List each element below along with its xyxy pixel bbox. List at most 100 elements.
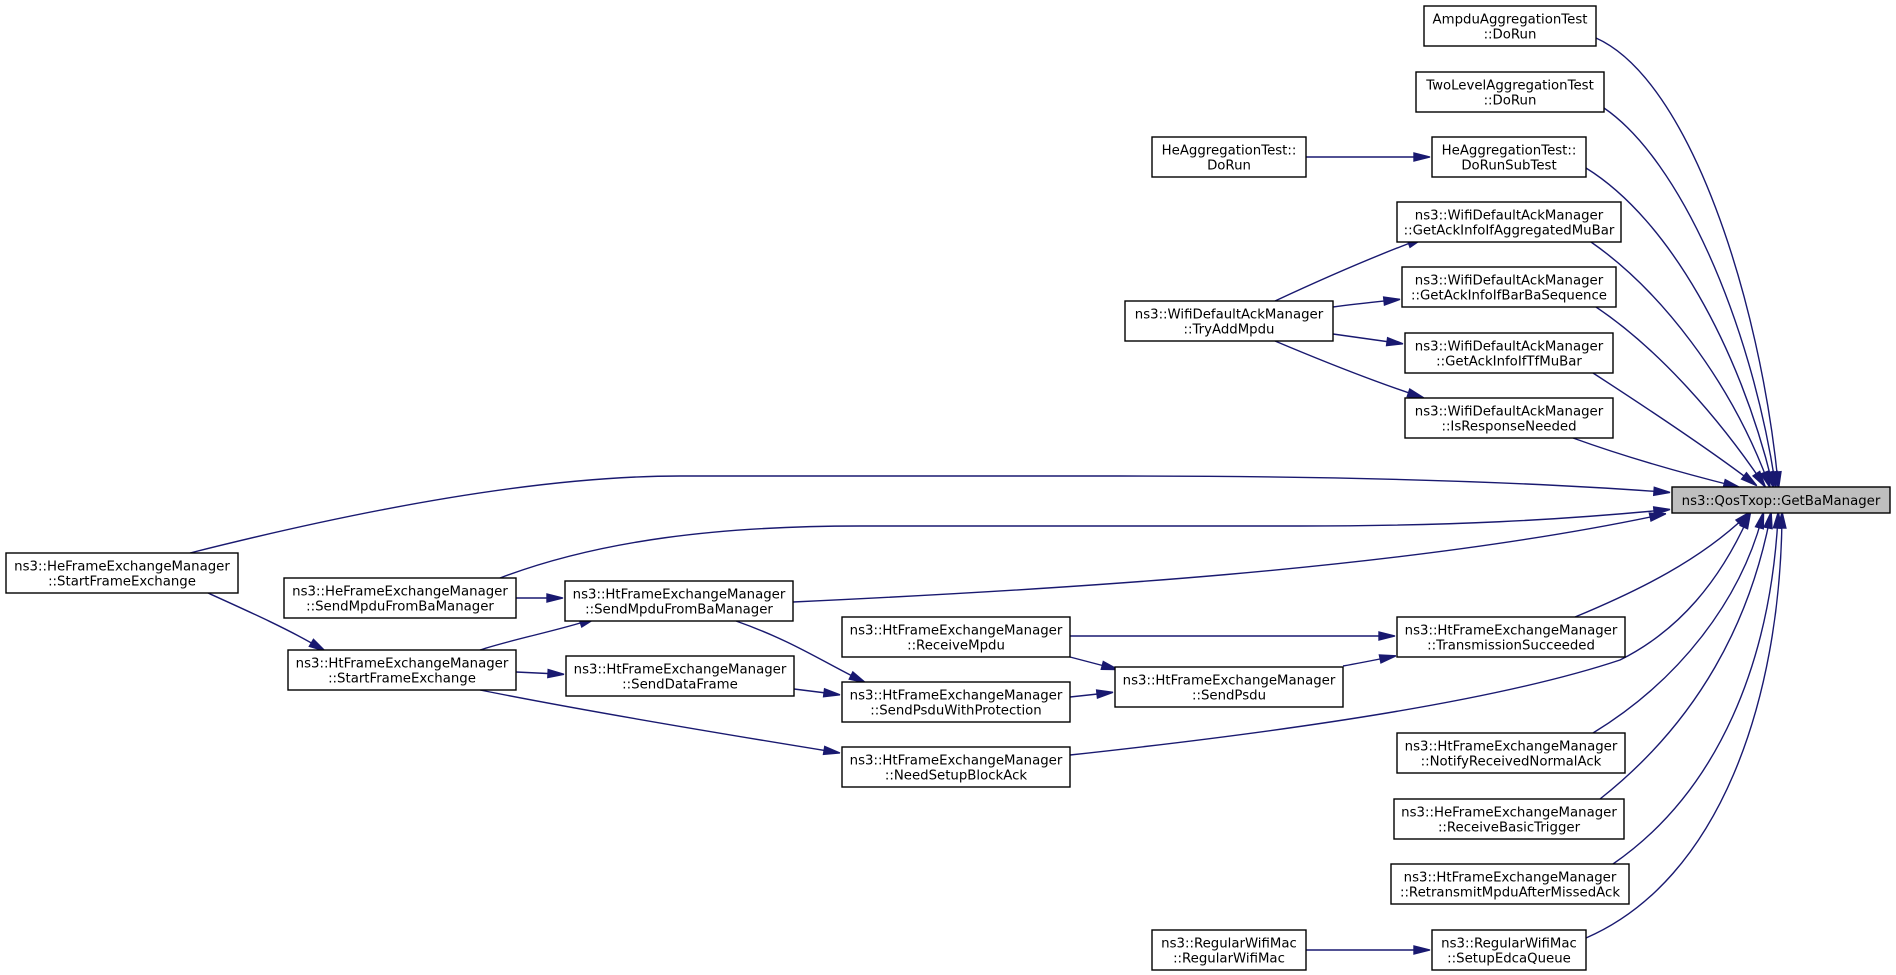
node-senddata[interactable]: ns3::HtFrameExchangeManager::SendDataFra… bbox=[565, 655, 795, 697]
node-box[interactable] bbox=[565, 655, 795, 697]
node-label-line: ::TransmissionSucceeded bbox=[1427, 639, 1595, 654]
node-needsetup[interactable]: ns3::HtFrameExchangeManager::NeedSetupBl… bbox=[841, 746, 1071, 788]
arrowhead-icon bbox=[308, 638, 326, 652]
node-acktf[interactable]: ns3::WifiDefaultAckManager::GetAckInfoIf… bbox=[1404, 332, 1614, 374]
node-hedorun[interactable]: HeAggregationTest::DoRun bbox=[1151, 136, 1307, 178]
node-ackbarba[interactable]: ns3::WifiDefaultAckManager::GetAckInfoIf… bbox=[1401, 266, 1617, 308]
node-twolevel[interactable]: TwoLevelAggregationTest::DoRun bbox=[1415, 71, 1605, 113]
arrowhead-icon bbox=[1378, 631, 1396, 641]
node-setupedca[interactable]: ns3::RegularWifiMac::SetupEdcaQueue bbox=[1431, 929, 1587, 971]
edge-retransmit-to-getba bbox=[1612, 511, 1783, 865]
node-label-line: ns3::HtFrameExchangeManager bbox=[850, 754, 1063, 769]
node-htstart[interactable]: ns3::HtFrameExchangeManager::StartFrameE… bbox=[287, 649, 517, 691]
node-box[interactable] bbox=[1401, 266, 1617, 308]
node-hesendba[interactable]: ns3::HeFrameExchangeManager::SendMpduFro… bbox=[283, 577, 517, 619]
edge-line bbox=[1274, 340, 1419, 397]
arrowhead-icon bbox=[1776, 511, 1787, 529]
node-box[interactable] bbox=[1431, 929, 1587, 971]
node-ampdu[interactable]: AmpduAggregationTest::DoRun bbox=[1423, 5, 1597, 47]
node-box[interactable] bbox=[1151, 136, 1307, 178]
node-box[interactable] bbox=[1396, 201, 1622, 243]
node-txsucc[interactable]: ns3::HtFrameExchangeManager::Transmissio… bbox=[1396, 616, 1626, 658]
node-label-line: HeAggregationTest:: bbox=[1162, 144, 1297, 159]
node-box[interactable] bbox=[841, 616, 1071, 658]
node-label-line: ns3::HeFrameExchangeManager bbox=[1401, 806, 1617, 821]
node-sendpsdu[interactable]: ns3::HtFrameExchangeManager::SendPsdu bbox=[1114, 666, 1344, 708]
node-box[interactable] bbox=[1393, 798, 1625, 840]
node-sendpsduprot[interactable]: ns3::HtFrameExchangeManager::SendPsduWit… bbox=[841, 681, 1071, 723]
node-hestart[interactable]: ns3::HeFrameExchangeManager::StartFrameE… bbox=[5, 552, 239, 594]
edge-trymp-to-ackbarba bbox=[1332, 296, 1401, 308]
node-label-line: ::SendMpduFromBaManager bbox=[306, 600, 494, 615]
node-box[interactable] bbox=[5, 552, 239, 594]
node-box[interactable] bbox=[283, 577, 517, 619]
arrowhead-icon bbox=[1740, 471, 1758, 487]
node-label-line: ::GetAckInfoIfBarBaSequence bbox=[1411, 289, 1607, 304]
node-box[interactable] bbox=[564, 580, 794, 622]
node-label-line: ::SetupEdcaQueue bbox=[1447, 952, 1571, 967]
edge-recvmpdu-to-txsucc bbox=[1070, 631, 1396, 641]
node-label-line: ns3::HtFrameExchangeManager bbox=[1405, 624, 1618, 639]
node-label-line: AmpduAggregationTest bbox=[1433, 13, 1588, 28]
node-box[interactable] bbox=[841, 746, 1071, 788]
node-label-line: HeAggregationTest:: bbox=[1442, 144, 1577, 159]
node-label-line: ns3::HeFrameExchangeManager bbox=[14, 560, 230, 575]
node-box[interactable] bbox=[1431, 136, 1587, 178]
edge-notifyack-to-getba bbox=[1592, 511, 1765, 734]
edge-htsendba-to-sendpsduprot bbox=[735, 620, 866, 684]
node-notifyack[interactable]: ns3::HtFrameExchangeManager::NotifyRecei… bbox=[1396, 732, 1626, 774]
node-recvmpdu[interactable]: ns3::HtFrameExchangeManager::ReceiveMpdu bbox=[841, 616, 1071, 658]
node-label-line: ::SendMpduFromBaManager bbox=[585, 603, 773, 618]
node-getba[interactable]: ns3::QosTxop::GetBaManager bbox=[1671, 486, 1891, 514]
node-box[interactable] bbox=[1390, 863, 1630, 905]
edge-line bbox=[479, 619, 591, 651]
node-ackmubar[interactable]: ns3::WifiDefaultAckManager::GetAckInfoIf… bbox=[1396, 201, 1622, 243]
edge-line bbox=[792, 514, 1661, 603]
node-regmac[interactable]: ns3::RegularWifiMac::RegularWifiMac bbox=[1151, 929, 1307, 971]
node-box[interactable] bbox=[1671, 486, 1891, 514]
edge-ampdu-to-getba bbox=[1595, 37, 1782, 489]
edge-line bbox=[735, 620, 861, 681]
arrowhead-icon bbox=[1406, 387, 1425, 399]
arrowhead-icon bbox=[1100, 660, 1119, 671]
edge-isresp-to-getba bbox=[1572, 437, 1741, 489]
node-label-line: ::SendPsdu bbox=[1192, 689, 1266, 704]
edge-setupedca-to-getba bbox=[1585, 511, 1787, 939]
edge-line bbox=[1585, 517, 1783, 939]
node-retransmit[interactable]: ns3::HtFrameExchangeManager::RetransmitM… bbox=[1390, 863, 1630, 905]
node-box[interactable] bbox=[1396, 732, 1626, 774]
node-box[interactable] bbox=[287, 649, 517, 691]
node-label-line: ::GetAckInfoIfAggregatedMuBar bbox=[1404, 224, 1615, 239]
edge-twolevel-to-getba bbox=[1603, 107, 1779, 489]
node-hedorunsub[interactable]: HeAggregationTest::DoRunSubTest bbox=[1431, 136, 1587, 178]
node-label-line: ::IsResponseNeeded bbox=[1441, 420, 1576, 435]
edge-sendpsdu-to-txsucc bbox=[1342, 654, 1397, 667]
node-box[interactable] bbox=[1415, 71, 1605, 113]
node-trymp[interactable]: ns3::WifiDefaultAckManager::TryAddMpdu bbox=[1124, 300, 1334, 342]
node-box[interactable] bbox=[841, 681, 1071, 723]
node-recvtrig[interactable]: ns3::HeFrameExchangeManager::ReceiveBasi… bbox=[1393, 798, 1625, 840]
edge-hesendba-to-htsendba bbox=[516, 593, 564, 603]
node-label-line: ns3::QosTxop::GetBaManager bbox=[1682, 494, 1881, 509]
edge-line bbox=[479, 689, 835, 753]
node-label-line: ns3::HtFrameExchangeManager bbox=[1405, 740, 1618, 755]
arrowhead-icon bbox=[1751, 470, 1767, 488]
node-label-line: ::SendPsduWithProtection bbox=[870, 704, 1042, 719]
node-box[interactable] bbox=[1396, 616, 1626, 658]
node-isresp[interactable]: ns3::WifiDefaultAckManager::IsResponseNe… bbox=[1404, 397, 1614, 439]
node-box[interactable] bbox=[1404, 397, 1614, 439]
edge-line bbox=[499, 509, 1665, 579]
arrowhead-icon bbox=[822, 687, 841, 698]
node-box[interactable] bbox=[1124, 300, 1334, 342]
node-box[interactable] bbox=[1151, 929, 1307, 971]
arrowhead-icon bbox=[1759, 470, 1771, 489]
node-box[interactable] bbox=[1423, 5, 1597, 47]
edge-line bbox=[1590, 241, 1769, 483]
node-label-line: ::DoRun bbox=[1484, 28, 1537, 43]
node-htsendba[interactable]: ns3::HtFrameExchangeManager::SendMpduFro… bbox=[564, 580, 794, 622]
node-box[interactable] bbox=[1404, 332, 1614, 374]
edge-line bbox=[1592, 517, 1763, 734]
node-label-line: ns3::WifiDefaultAckManager bbox=[1415, 340, 1604, 355]
node-box[interactable] bbox=[1114, 666, 1344, 708]
node-label-line: ::SendDataFrame bbox=[622, 678, 738, 693]
